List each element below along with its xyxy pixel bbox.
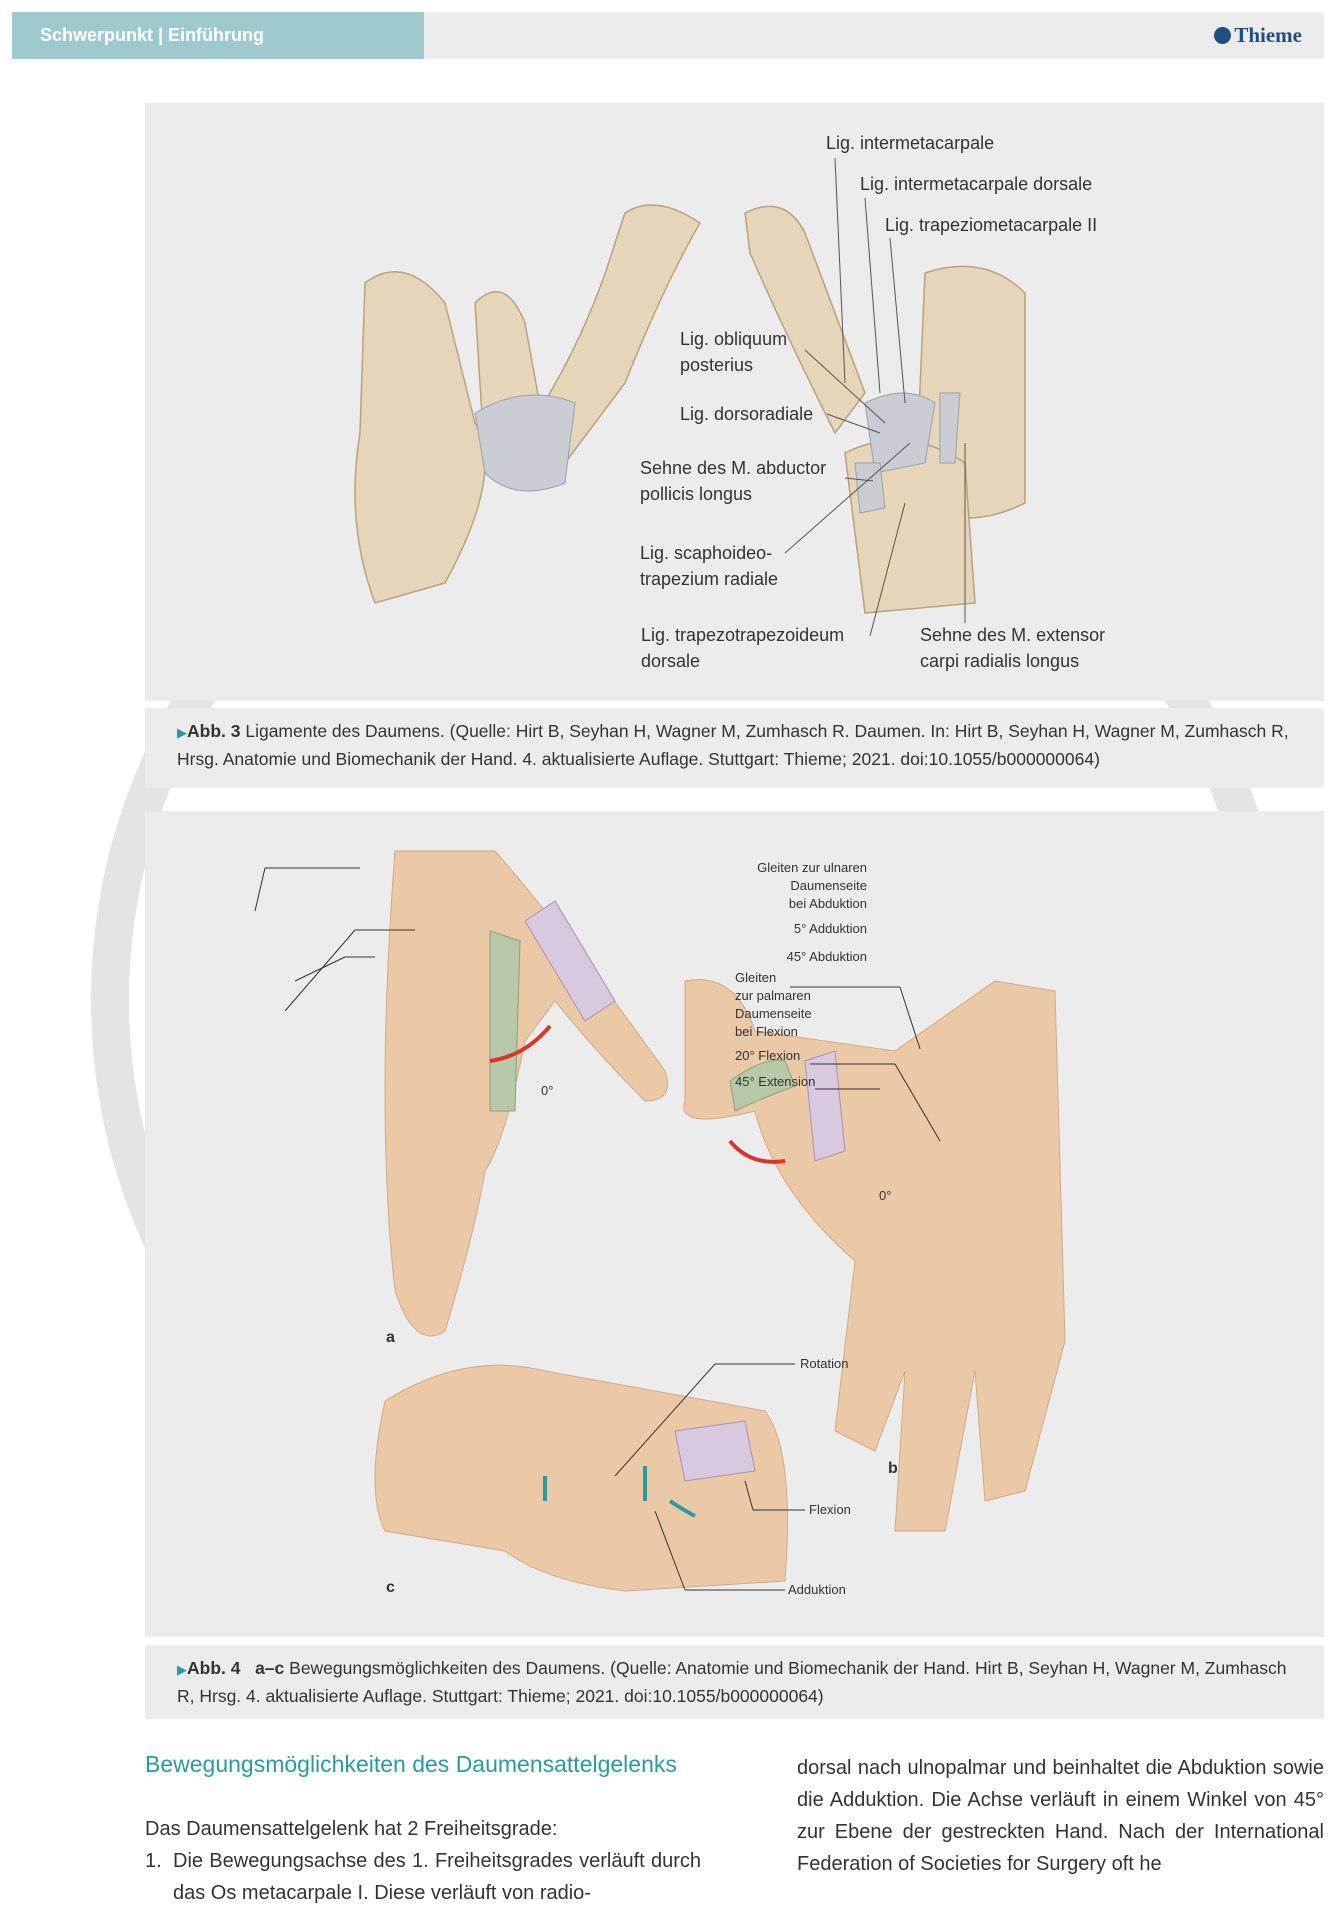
label-0-deg-b: 0°: [879, 1188, 892, 1203]
label-45-extension: 45° Extension: [735, 1074, 816, 1089]
caption-number: Abb. 3: [187, 721, 241, 741]
list-item: 1. Die Bewegungsachse des 1. Freiheitsgra…: [145, 1845, 701, 1909]
list-item-text: Die Bewegungsachse des 1. Freiheitsgrade…: [173, 1850, 701, 1904]
label-45-abduktion: 45° Abduktion: [786, 949, 867, 964]
list-number: 1.: [145, 1850, 162, 1872]
thieme-logo: Thieme: [1214, 12, 1302, 59]
right-column-paragraph: dorsal nach ulnopalmar und beinhaltet di…: [797, 1757, 1324, 1875]
label-sehne-extensor: Sehne des M. extensor carpi radialis lon…: [920, 625, 1106, 671]
label-lig-trapezotrapezoideum: Lig. trapezotrapezoideum dorsale: [641, 625, 845, 671]
label-gleiten-palmar: Gleiten zur palmaren Daumenseite bei Fle…: [735, 970, 812, 1039]
panel-letter-c: c: [386, 1579, 395, 1596]
figure-3-caption: ▶Abb. 3 Ligamente des Daumens. (Quelle: …: [145, 708, 1324, 788]
caption-text: Bewegungsmöglichkeiten des Daumens. (Que…: [177, 1658, 1287, 1706]
section-heading: Bewegungsmöglichkeiten des Daumensattelg…: [145, 1751, 677, 1777]
label-lig-intermetacarpale-dorsale: Lig. intermetacarpale dorsale: [860, 174, 1093, 194]
label-5-adduktion: 5° Adduktion: [793, 921, 867, 936]
label-flexion: Flexion: [809, 1502, 851, 1517]
label-adduktion: Adduktion: [788, 1582, 846, 1597]
label-sehne-abductor: Sehne des M. abductor pollicis longus: [640, 458, 827, 504]
section-label: Schwerpunkt | Einführung: [12, 12, 424, 59]
thumb-ligament-illustration: [354, 157, 1026, 637]
figure-3-ligaments: Lig. intermetacarpale Lig. intermetacarp…: [145, 103, 1324, 701]
label-0-deg-a: 0°: [541, 1083, 554, 1098]
label-lig-scaphoideotrapezium: Lig. scaphoideo- trapezium radiale: [640, 543, 779, 589]
caption-arrow-icon: ▶: [177, 725, 187, 740]
label-rotation: Rotation: [800, 1356, 849, 1371]
logo-text: Thieme: [1234, 23, 1302, 47]
panel-letter-a: a: [386, 1329, 395, 1346]
label-lig-dorsoradiale: Lig. dorsoradiale: [680, 404, 814, 424]
figure-4-caption: ▶Abb. 4 a–c Bewegungsmöglichkeiten des D…: [145, 1645, 1324, 1719]
label-lig-trapeziometacarpale-ii: Lig. trapeziometacarpale II: [885, 215, 1098, 235]
thieme-seal-icon: [1214, 27, 1232, 44]
caption-number: Abb. 4: [187, 1658, 241, 1678]
caption-arrow-icon: ▶: [177, 1662, 187, 1677]
label-lig-obliquum-posterius: Lig. obliquum posterius: [680, 329, 788, 375]
label-20-flexion: 20° Flexion: [735, 1048, 801, 1063]
thumb-movement-illustration: [254, 850, 1066, 1592]
label-lig-intermetacarpale: Lig. intermetacarpale: [826, 133, 995, 153]
caption-text: Ligamente des Daumens. (Quelle: Hirt B, …: [177, 721, 1289, 769]
panel-letter-b: b: [888, 1460, 898, 1477]
intro-paragraph: Das Daumensattelgelenk hat 2 Freiheitsgr…: [145, 1818, 558, 1840]
figure-4-thumb-movements: Gleiten zur ulnaren Daumenseite bei Abdu…: [145, 811, 1324, 1637]
label-gleiten-ulnar: Gleiten zur ulnaren Daumenseite bei Abdu…: [757, 860, 867, 911]
caption-subfigures: a–c: [255, 1658, 285, 1678]
